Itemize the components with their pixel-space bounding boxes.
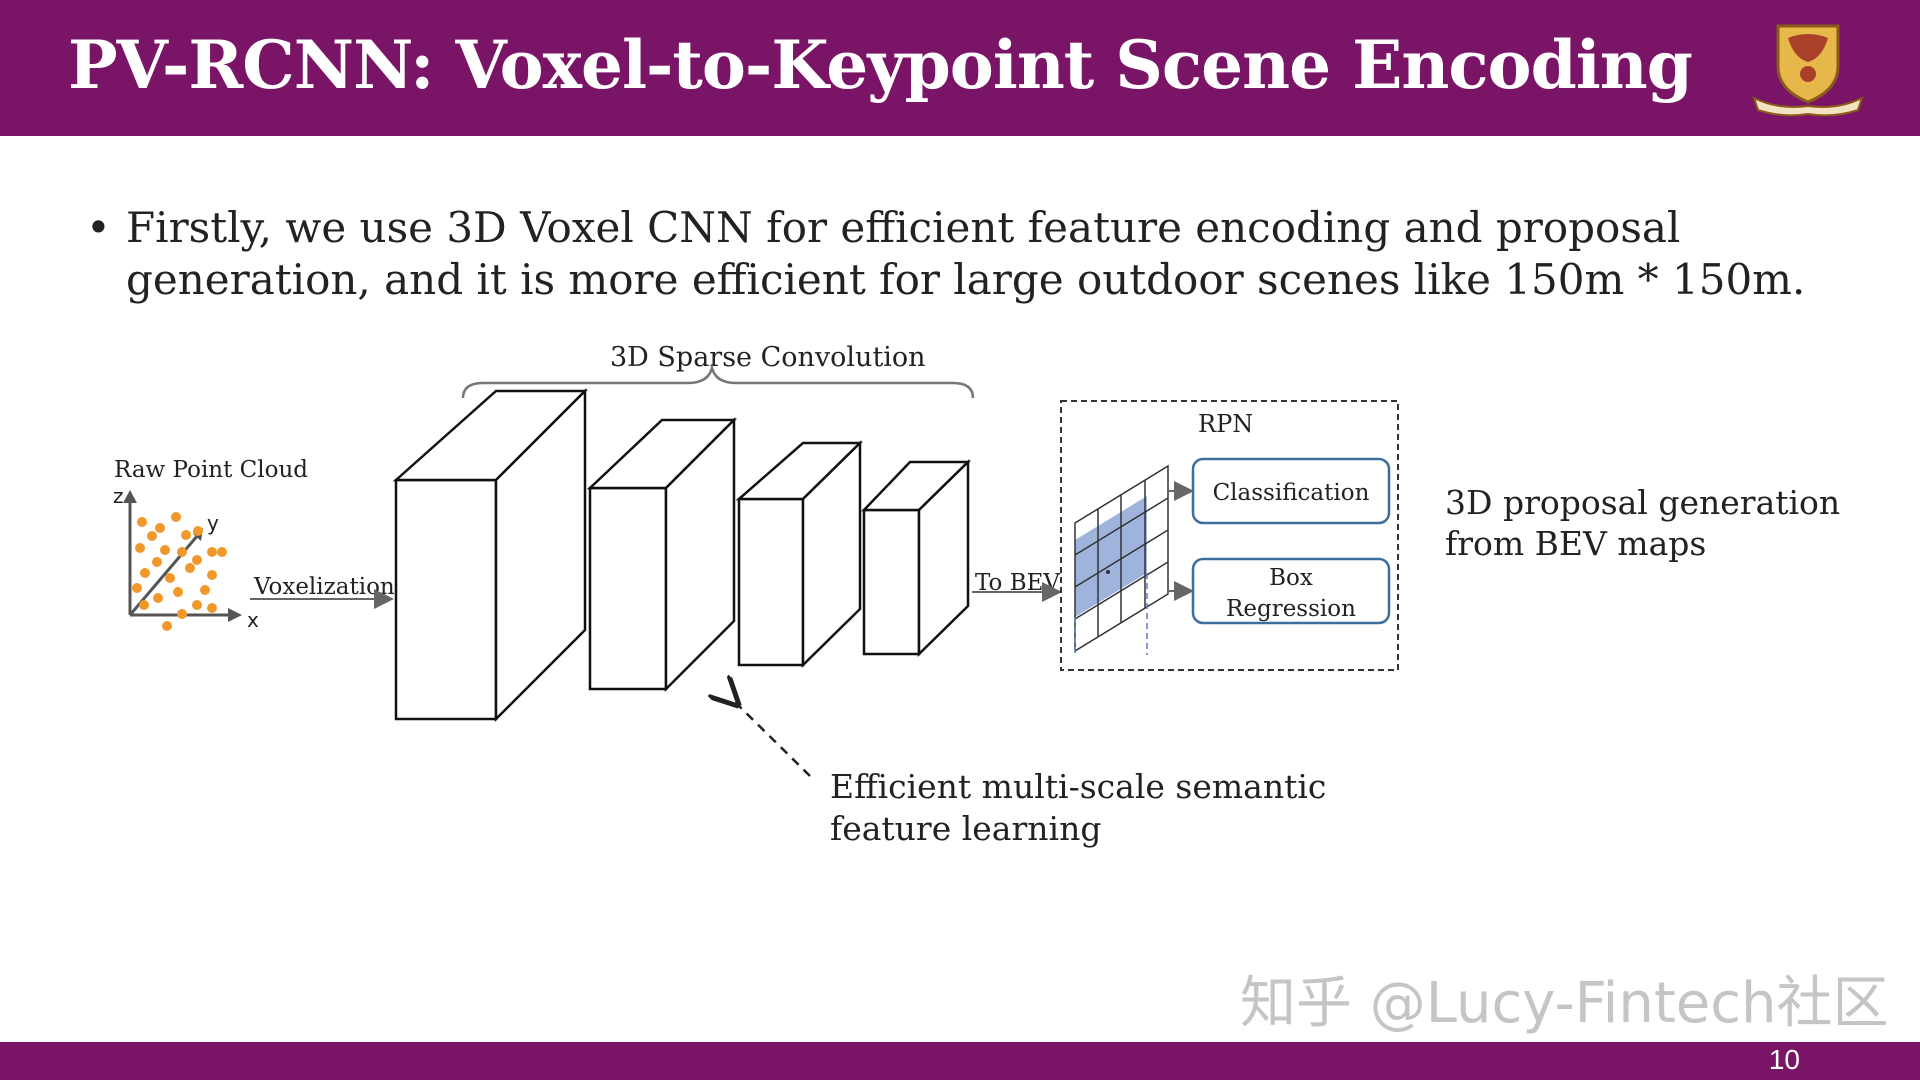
page-number: 10: [1768, 1044, 1800, 1075]
rpn-container: [1060, 400, 1399, 671]
bev-grid: [1074, 464, 1169, 655]
sparse-conv-label: 3D Sparse Convolution: [610, 342, 926, 373]
classification-box: [1191, 457, 1391, 525]
conv-block-1: [392, 387, 589, 723]
bullet-dot: •: [86, 203, 111, 252]
sparse-conv-brace: [461, 363, 975, 399]
box-regression-box: [1191, 557, 1391, 625]
header-bar: [0, 0, 1920, 136]
feature-text-line1: Efficient multi-scale semantic: [830, 767, 1326, 806]
slide-title: PV-RCNN: Voxel-to-Keypoint Scene Encodin…: [68, 26, 1693, 104]
point-cloud-points: [132, 512, 227, 631]
proposal-text-line2: from BEV maps: [1445, 524, 1706, 563]
watermark: 知乎 @Lucy-Fintech社区: [1240, 971, 1889, 1036]
box-regression-label-line2: Regression: [1226, 596, 1356, 622]
axis-y-label: y: [207, 511, 219, 535]
rpn-label: RPN: [1198, 410, 1253, 438]
axis-x-label: x: [247, 608, 259, 632]
box-regression-label-line1: Box: [1269, 565, 1313, 591]
university-crest-logo: [1752, 24, 1864, 117]
footer-bar: [0, 1042, 1920, 1080]
bullet-text: Firstly, we use 3D Voxel CNN for efficie…: [126, 203, 1806, 304]
feature-text-line2: feature learning: [830, 809, 1101, 848]
feature-pointer-arrow: [736, 703, 811, 777]
raw-point-cloud-label: Raw Point Cloud: [114, 457, 308, 483]
voxelization-label: Voxelization: [253, 574, 395, 600]
conv-block-4: [861, 459, 972, 657]
conv-block-3: [735, 440, 864, 668]
classification-label: Classification: [1213, 480, 1370, 506]
conv-block-2: [586, 416, 738, 693]
proposal-text-line1: 3D proposal generation: [1445, 483, 1840, 522]
axis-z-label: z: [113, 484, 124, 508]
